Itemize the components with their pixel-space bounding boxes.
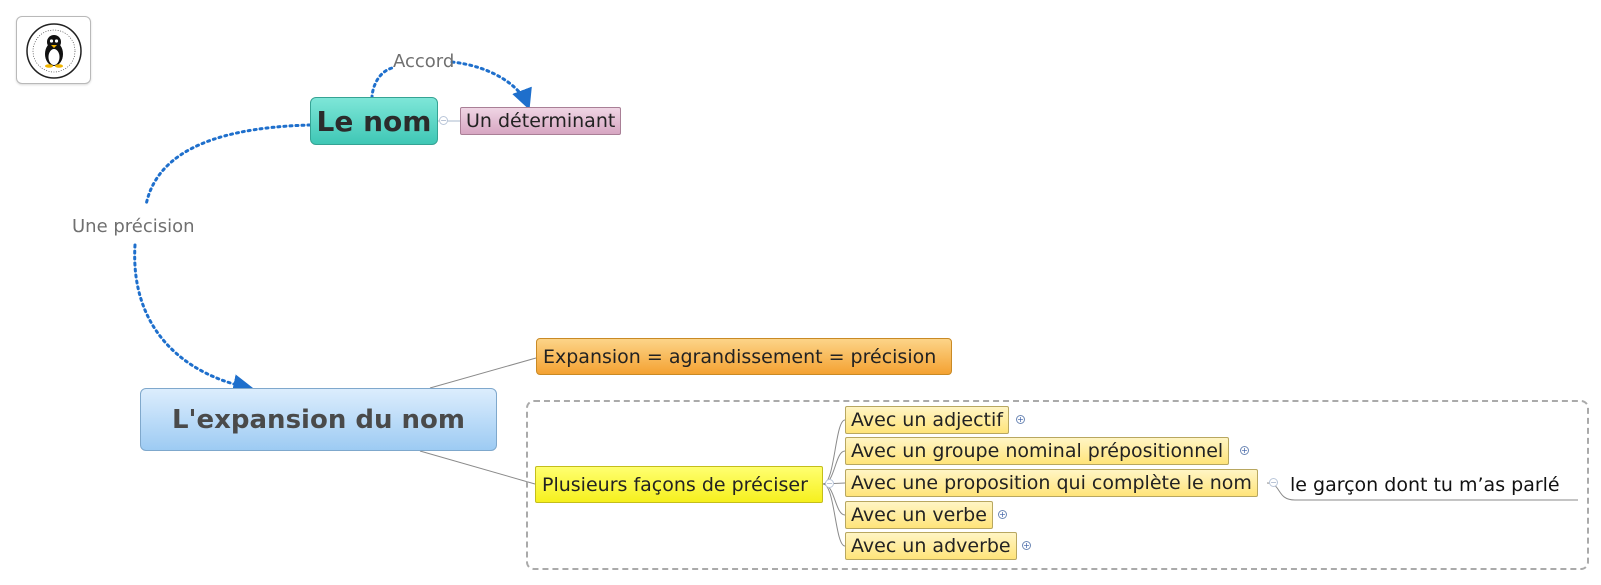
subtopic-groupe-nominal[interactable]: Avec un groupe nominal prépositionnel — [845, 437, 1230, 465]
relationship-accord-start — [370, 66, 394, 100]
subtopic-label: Avec un groupe nominal prépositionnel — [851, 440, 1224, 462]
subtopic-label: Avec un verbe — [851, 504, 987, 526]
subtopic-verbe[interactable]: Avec un verbe — [845, 501, 993, 529]
relationship-label-precision[interactable]: Une précision — [72, 216, 195, 237]
subtopic-proposition[interactable]: Avec une proposition qui complète le nom — [845, 469, 1258, 497]
central-topic-label: L'expansion du nom — [171, 404, 466, 435]
expand-toggle-adverbe[interactable]: + — [1022, 540, 1031, 550]
penguin-icon — [26, 23, 82, 79]
topic-definition[interactable]: Expansion = agrandissement = précision — [536, 338, 952, 375]
central-topic-label: Le nom — [316, 104, 432, 138]
subtopic-label: Avec une proposition qui complète le nom — [851, 472, 1252, 494]
topic-label: Expansion = agrandissement = précision — [543, 345, 937, 368]
topic-label: Plusieurs façons de préciser — [542, 473, 808, 496]
subtopic-label: Avec un adjectif — [851, 409, 1003, 431]
subtopic-adverbe[interactable]: Avec un adverbe — [845, 532, 1017, 560]
relationship-accord-end — [450, 60, 532, 110]
relationship-precision-end — [133, 243, 255, 395]
topic-label: le garçon dont tu m’as parlé — [1290, 474, 1560, 496]
topic-example[interactable]: le garçon dont tu m’as parlé — [1287, 471, 1563, 499]
topic-label: Un déterminant — [466, 110, 616, 132]
expand-toggle-groupe-nominal[interactable]: + — [1240, 445, 1249, 455]
connector-ways — [419, 450, 536, 485]
connector-definition — [429, 357, 537, 389]
central-topic-expansion[interactable]: L'expansion du nom — [140, 388, 497, 451]
logo — [16, 16, 91, 84]
subtopic-label: Avec un adverbe — [851, 535, 1011, 557]
topic-determinant[interactable]: Un déterminant — [460, 107, 622, 135]
collapse-toggle-ways[interactable]: − — [825, 478, 834, 488]
subtopic-adjectif[interactable]: Avec un adjectif — [845, 406, 1009, 434]
relationship-label-accord[interactable]: Accord — [393, 51, 455, 72]
boundary-frame — [526, 400, 1589, 570]
collapse-toggle-proposition[interactable]: − — [1269, 477, 1278, 487]
topic-ways[interactable]: Plusieurs façons de préciser — [535, 466, 823, 503]
collapse-toggle-le-nom[interactable]: − — [439, 115, 448, 125]
expand-toggle-verbe[interactable]: + — [998, 509, 1007, 519]
relationship-precision-start — [144, 123, 312, 207]
central-topic-le-nom[interactable]: Le nom — [310, 97, 438, 145]
expand-toggle-adjectif[interactable]: + — [1016, 414, 1025, 424]
